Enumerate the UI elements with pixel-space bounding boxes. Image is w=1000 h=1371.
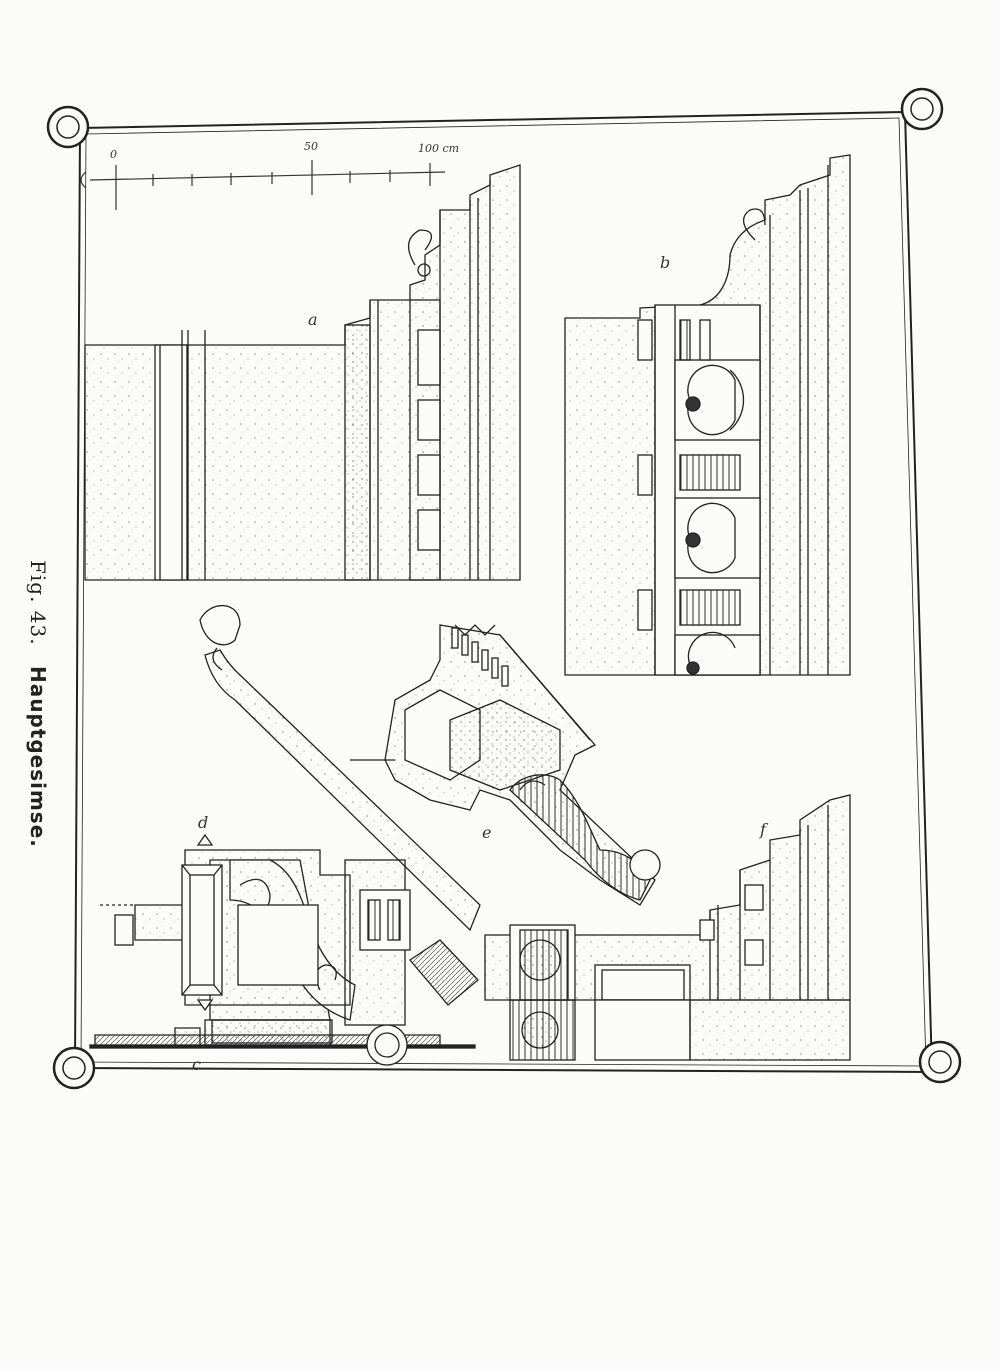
figure-caption: Fig. 43. Hauptgesimse.: [20, 560, 80, 848]
drawing-e-perspective: [350, 624, 661, 906]
scale-zero-label: 0: [110, 148, 117, 161]
drawing-a-cornice-elevation: [84, 164, 521, 581]
scale-labels: 0 50 100 cm: [110, 140, 459, 161]
scale-bar: [80, 160, 446, 210]
drawing-f-lower-strip: [509, 999, 851, 1061]
drawing-f-frieze-cornice: [484, 794, 851, 1001]
figure-number: Fig. 43.: [26, 560, 50, 646]
drawing-labels: a b c d e f: [192, 253, 769, 1074]
label-d: d: [198, 813, 208, 832]
label-e: e: [482, 823, 491, 842]
label-f: f: [759, 820, 769, 839]
label-a: a: [308, 310, 318, 329]
figure-title: Hauptgesimse.: [26, 665, 50, 848]
plate-frame: [46, 87, 962, 1090]
scale-fifty-label: 50: [304, 140, 318, 153]
drawing-b-console-cornice: [564, 154, 851, 676]
drawing-d-section: [100, 604, 481, 1012]
dentil-blocks: [637, 319, 653, 631]
label-b: b: [660, 253, 670, 272]
label-c: c: [192, 1055, 201, 1074]
dentil-row: [451, 627, 509, 687]
scale-hundred-label: 100 cm: [418, 142, 459, 155]
rosette-row: [674, 319, 761, 676]
